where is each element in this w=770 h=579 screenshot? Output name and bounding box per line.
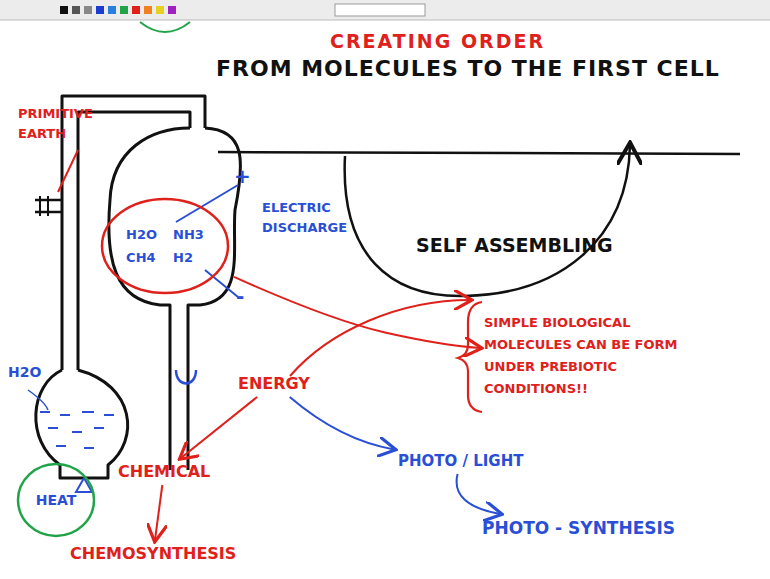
- chemosynthesis-label: CHEMOSYNTHESIS: [70, 544, 236, 563]
- connector-arrow: [155, 485, 162, 540]
- water-lead: [28, 390, 48, 410]
- label: ELECTRIC DISCHARGE: [262, 198, 352, 237]
- label: +: [234, 164, 251, 188]
- miller-apparatus: [35, 96, 241, 478]
- connector-arrow: [457, 474, 501, 514]
- connector-arrow: [234, 277, 480, 348]
- u-trap: [176, 370, 196, 384]
- toolbar-rule: [0, 20, 770, 21]
- label: H2O: [8, 364, 41, 380]
- node-text: NH3: [173, 227, 204, 242]
- node-outline: [100, 197, 230, 295]
- node-text: CHEMICAL: [118, 462, 210, 481]
- connector-arrow: [290, 397, 394, 449]
- light-label: PHOTO / LIGHT: [398, 452, 523, 470]
- title: FROM MOLECULES TO THE FIRST CELL: [216, 56, 720, 81]
- node-text: H2: [173, 250, 204, 265]
- node-text: SIMPLE BIOLOGICAL MOLECULES CAN BE FORM …: [484, 312, 689, 400]
- self-assembling-arc: [345, 145, 630, 296]
- toolbar: [0, 0, 770, 20]
- node-text: H2O: [126, 227, 157, 242]
- conclusion-note: SIMPLE BIOLOGICAL MOLECULES CAN BE FORM …: [484, 312, 689, 400]
- timeline-line: [218, 152, 740, 154]
- label: -: [236, 284, 244, 308]
- node-text: HEAT: [36, 492, 77, 508]
- brace: [458, 302, 482, 412]
- energy-label: ENERGY: [238, 374, 310, 393]
- electrode-minus: [205, 270, 238, 297]
- toolbar-swatches: [60, 4, 425, 16]
- label: PRIMITIVE EARTH: [18, 104, 108, 143]
- node-text: PHOTO - SYNTHESIS: [482, 518, 675, 538]
- node-text: CHEMOSYNTHESIS: [70, 544, 236, 563]
- node-text: ENERGY: [238, 374, 310, 393]
- label: SELF ASSEMBLING: [416, 234, 613, 256]
- connector-arrow: [181, 397, 257, 458]
- chemical-label: CHEMICAL: [118, 462, 210, 481]
- node-text: PHOTO / LIGHT: [398, 452, 523, 470]
- heat-circle: HEAT: [16, 462, 96, 538]
- primitive-earth-lead: [58, 150, 78, 192]
- label: CREATING ORDER: [330, 30, 545, 52]
- node-text: CH4: [126, 250, 157, 265]
- photosynthesis-label: PHOTO - SYNTHESIS: [482, 518, 675, 538]
- green-arc: [140, 22, 190, 32]
- electrode-plus: [176, 185, 238, 222]
- gas-mixture-circle: H2O NH3CH4 H2: [100, 197, 230, 295]
- water-surface: [40, 412, 114, 448]
